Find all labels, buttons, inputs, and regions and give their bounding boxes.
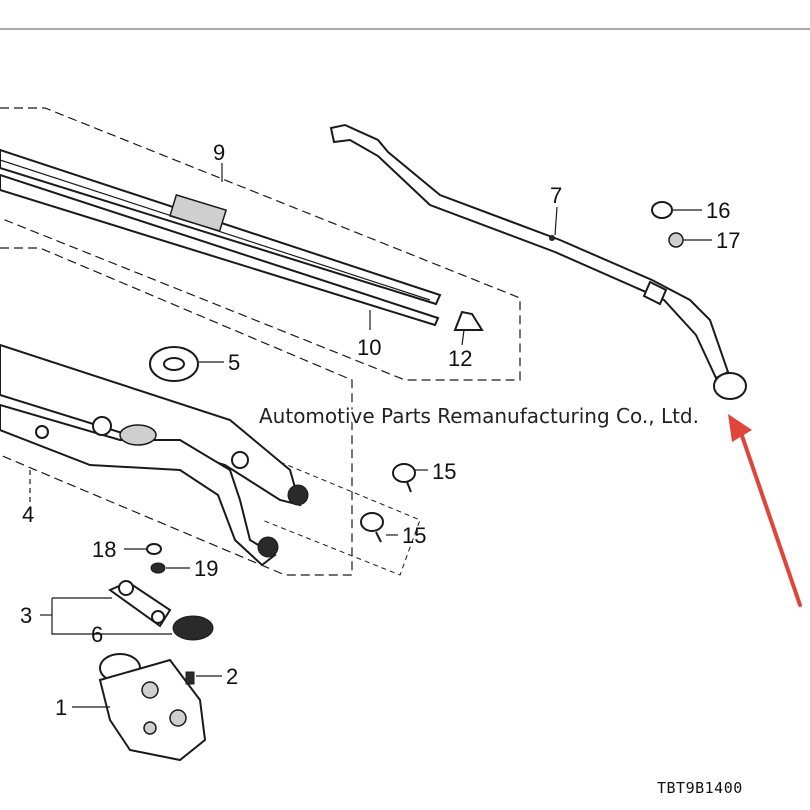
- mounting-bolts: [261, 461, 428, 576]
- callout-10: 10: [357, 335, 381, 360]
- arm-nut-and-cap: [651, 201, 712, 248]
- wiper-motor: [72, 653, 222, 762]
- callout-5: 5: [228, 350, 240, 375]
- callout-4: 4: [22, 502, 34, 527]
- callout-15a: 15: [432, 459, 456, 484]
- watermark-text: Automotive Parts Remanufacturing Co., Lt…: [259, 404, 699, 428]
- callout-12: 12: [448, 346, 472, 371]
- callout-17: 17: [716, 228, 740, 253]
- leader-12: [461, 329, 465, 346]
- callout-18: 18: [92, 537, 116, 562]
- red-pointer-arrow: [728, 414, 802, 607]
- callout-2: 2: [226, 664, 238, 689]
- callout-7: 7: [550, 183, 562, 208]
- callout-16: 16: [706, 198, 730, 223]
- small-nut-and-washer: [124, 543, 190, 574]
- wiper-arm: [329, 123, 747, 400]
- leader-7: [554, 206, 558, 236]
- callout-9: 9: [213, 140, 225, 165]
- callout-6: 6: [91, 622, 103, 647]
- pivot-washer: [149, 346, 224, 382]
- blade-end-cap: [453, 310, 484, 331]
- callout-3: 3: [20, 603, 32, 628]
- drawing-code: TBT9B1400: [657, 779, 743, 797]
- linkage-group-dashed-box: [0, 247, 353, 576]
- wiper-blade: [0, 148, 442, 327]
- callout-19: 19: [194, 556, 218, 581]
- crank-arm-and-cap: [40, 580, 214, 641]
- wiper-linkage: [0, 343, 309, 567]
- callout-1: 1: [55, 695, 67, 720]
- callout-15b: 15: [402, 523, 426, 548]
- blade-group-dashed-box: [0, 107, 521, 381]
